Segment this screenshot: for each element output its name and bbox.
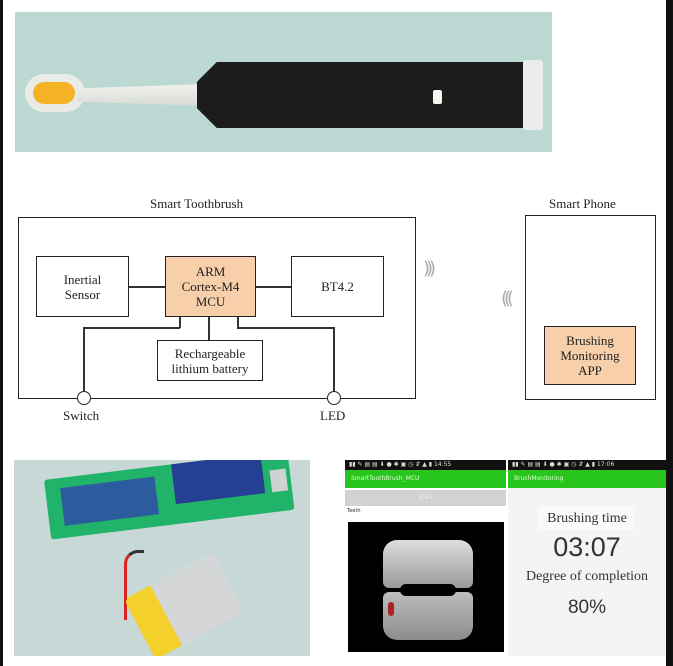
wire-mcu-battery: [208, 317, 210, 340]
brush-end-cap: [523, 60, 543, 130]
inertial-sensor-block: Inertial Sensor: [36, 256, 129, 317]
phone-screen-stats: ▮▮ ✎ ▤ ▤ ⬇ ● ✱ ▣ ◷ ⇵ ▲ ▮ 17:06 BrushMoni…: [508, 460, 666, 656]
brushed-area-highlight: [388, 602, 394, 616]
app-bar-title: BrushMonitoring: [508, 470, 666, 488]
app-line-2: Monitoring: [560, 348, 620, 363]
app-bar-title: SmartToothBrush_MCU: [345, 470, 506, 488]
wire-mcu-bt: [256, 286, 291, 288]
led-label: LED: [320, 408, 346, 423]
mcu-block: ARM Cortex-M4 MCU: [165, 256, 256, 317]
wire-mcu-switch-b: [83, 327, 180, 329]
wire-mcu-switch-a: [179, 317, 181, 328]
led-window: [433, 90, 442, 104]
mcu-line-2: Cortex-M4: [181, 279, 240, 294]
upper-teeth: [383, 540, 473, 588]
battery-line-2: lithium battery: [171, 360, 249, 376]
switch-label: Switch: [63, 408, 100, 423]
left-border: [0, 0, 3, 666]
lower-teeth: [383, 592, 473, 640]
wireless-in-icon: (((: [501, 288, 514, 309]
app-line-3: APP: [578, 363, 602, 378]
switch-port: [77, 391, 91, 405]
teeth-3d-view: [348, 522, 504, 652]
start-button[interactable]: Start: [345, 490, 506, 506]
wire-mcu-led-b: [237, 327, 334, 329]
bristles: [33, 82, 75, 104]
bt-label: BT4.2: [321, 279, 354, 294]
battery-block: Rechargeable lithium battery: [157, 340, 263, 381]
toothbrush-photo: [15, 12, 552, 152]
pcb-photo: [14, 460, 310, 656]
sensor-line-2: Sensor: [64, 286, 101, 302]
wire-mcu-switch-c: [83, 327, 85, 393]
sensor-module: [171, 460, 266, 505]
mcu-line-1: ARM: [195, 264, 226, 279]
brushing-time-value: 03:07: [553, 532, 621, 562]
teeth-label: Teeth: [347, 508, 361, 514]
battery-line-1: Rechargeable: [174, 345, 246, 361]
app-line-1: Brushing: [566, 333, 614, 348]
phone-diagram-title: Smart Phone: [549, 196, 616, 211]
completion-value: 80%: [567, 597, 607, 618]
brush-handle: [197, 62, 527, 128]
status-bar: ▮▮ ✎ ▤ ▤ ⬇ ● ✱ ▣ ◷ ⇵ ▲ ▮ 17:06: [508, 460, 666, 470]
wireless-out-icon: ))): [423, 258, 436, 279]
mcu-line-3: MCU: [195, 294, 226, 309]
phone-screen-visualization: ▮▮ ✎ ▤ ▤ ⬇ ● ✱ ▣ ◷ ⇵ ▲ ▮ 14:55 SmartToot…: [345, 460, 506, 656]
bluetooth-block: BT4.2: [291, 256, 384, 317]
circuit-board: [44, 460, 295, 540]
status-bar: ▮▮ ✎ ▤ ▤ ⬇ ● ✱ ▣ ◷ ⇵ ▲ ▮ 14:55: [345, 460, 506, 470]
wire-mcu-led-a: [237, 317, 239, 328]
battery-wires: [124, 550, 144, 620]
sensor-line-1: Inertial: [63, 271, 102, 287]
brushing-app-block: Brushing Monitoring APP: [544, 326, 636, 385]
brushing-time-label-card: Brushing time: [539, 506, 635, 530]
completion-label: Degree of completion: [525, 569, 649, 584]
toothbrush-diagram-title: Smart Toothbrush: [150, 196, 244, 211]
bluetooth-module: [60, 476, 160, 526]
brush-neck: [77, 84, 207, 106]
right-border: [666, 0, 673, 666]
brushing-time-label: Brushing time: [547, 511, 627, 526]
wire-sensor-mcu: [129, 286, 165, 288]
completion-label-card: Degree of completion: [508, 567, 666, 585]
mouth-gap: [400, 584, 456, 596]
wire-mcu-led-c: [333, 327, 335, 393]
led-port: [327, 391, 341, 405]
usb-port: [269, 468, 289, 493]
